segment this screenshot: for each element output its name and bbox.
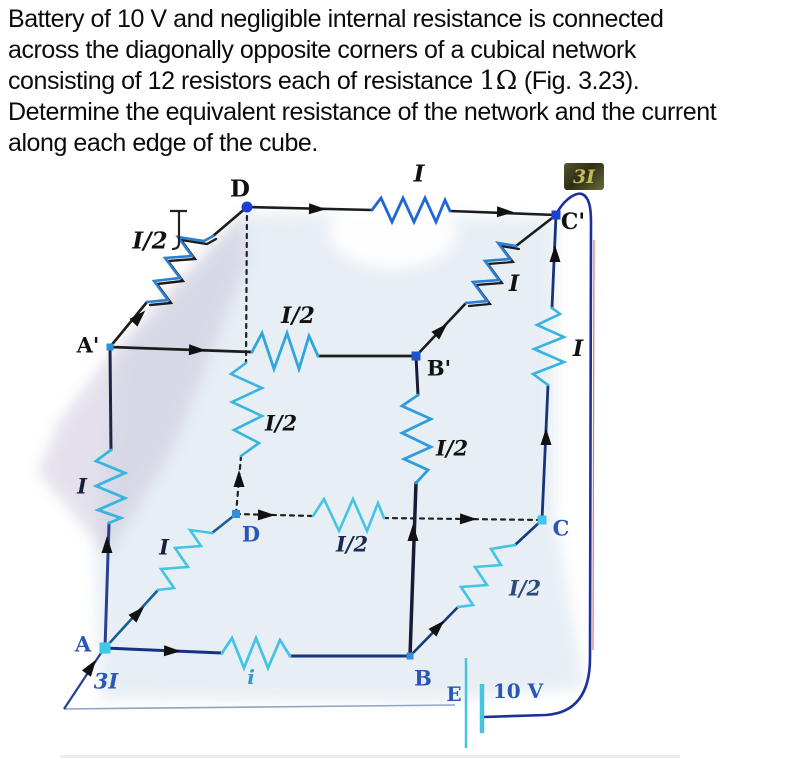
problem-line-2: across the diagonally opposite corners o… (8, 35, 798, 66)
badge-total-current-text: 3I (572, 165, 596, 188)
resistor-a-aprime (92, 448, 129, 525)
edge-aprime-bprime (108, 328, 418, 374)
resistor-a-d (156, 528, 214, 592)
arrow-aprime-bprime (188, 344, 206, 356)
wire-corner-to-a (63, 649, 104, 710)
node-d (232, 510, 240, 518)
problem-line-1: Battery of 10 V and negligible internal … (8, 4, 798, 35)
resistor-dprime-cprime (370, 194, 452, 226)
problem-line-3: consisting of 12 resistors each of resis… (8, 66, 798, 97)
problem-line-2-text: across the diagonally opposite corners o… (8, 36, 636, 64)
badge-total-current: 3I (564, 163, 604, 190)
arrow-c-cprime-1 (540, 428, 552, 445)
node-dprime (241, 201, 253, 213)
arrow-c-cprime-2 (549, 245, 561, 262)
wire-battery-to-corner (63, 704, 456, 710)
label-pointer-bracket (170, 209, 187, 251)
problem-line-3-post: (Fig. 3.23). (517, 67, 640, 95)
node-cprime (551, 210, 561, 220)
wire-scan-fringe (592, 239, 595, 651)
current-arrows (81, 203, 561, 677)
scan-noise-line (60, 755, 680, 758)
vertex-markers (99, 201, 561, 660)
arrow-b-c (428, 620, 445, 637)
node-aprime (106, 343, 114, 351)
resistor-a-b (220, 634, 292, 672)
resistor-b-c (456, 543, 517, 609)
node-c (537, 515, 547, 525)
wire-cprime-to-battery (483, 192, 593, 719)
problem-text: Battery of 10 V and negligible internal … (8, 4, 798, 159)
arrow-a-aprime (101, 536, 113, 553)
tint-main (95, 212, 585, 702)
arrow-a-b (163, 645, 181, 657)
arrow-b-bprime (407, 524, 419, 541)
problem-line-5: along each edge of the cube. (8, 128, 798, 159)
node-b (406, 652, 414, 660)
resistor-aprime-dprime (145, 234, 215, 304)
arrow-top-edge-1 (308, 203, 326, 215)
node-bprime (411, 351, 421, 361)
resistor-dprime-d (228, 361, 266, 458)
arrow-aprime-dprime (129, 310, 146, 327)
arrow-a-d (128, 606, 145, 623)
cube-edges (92, 194, 568, 672)
edge-a-b (103, 634, 412, 672)
tint-gray (38, 212, 246, 556)
arrow-d-c-1 (257, 509, 275, 521)
resistor-bprime-cprime (464, 241, 518, 305)
arrow-d-c-2 (459, 513, 477, 525)
cube-circuit-svg (38, 192, 680, 758)
arrow-bprime-cprime (431, 323, 448, 340)
resistor-b-bprime (398, 393, 435, 485)
tint-white-blob (329, 193, 457, 269)
problem-line-1-text: Battery of 10 V and negligible internal … (8, 5, 664, 33)
resistor-aprime-bprime (250, 328, 320, 374)
problem-line-5-text: along each edge of the cube. (8, 129, 318, 157)
arrow-dprime-d (233, 470, 245, 487)
problem-line-4: Determine the equivalent resistance of t… (8, 97, 798, 128)
resistor-c-cprime (530, 306, 568, 387)
edge-b-bprime (398, 354, 435, 658)
figure-cube-network: I I/2 I/2 I I I/2 I/2 I/2 I I I/2 i 3I D… (0, 160, 800, 778)
scan-shading (38, 193, 680, 758)
problem-line-3-pre: consisting of 12 resistors each of resis… (8, 67, 480, 95)
node-a (99, 642, 111, 654)
resistor-d-c (311, 495, 386, 535)
battery-loop-wire (63, 192, 595, 748)
problem-line-4-text: Determine the equivalent resistance of t… (8, 98, 717, 126)
arrow-top-edge-2 (496, 206, 514, 218)
resistance-value-math: 1Ω (479, 66, 518, 96)
arrow-battery-in (81, 659, 97, 677)
edge-aprime-dprime (108, 205, 249, 349)
